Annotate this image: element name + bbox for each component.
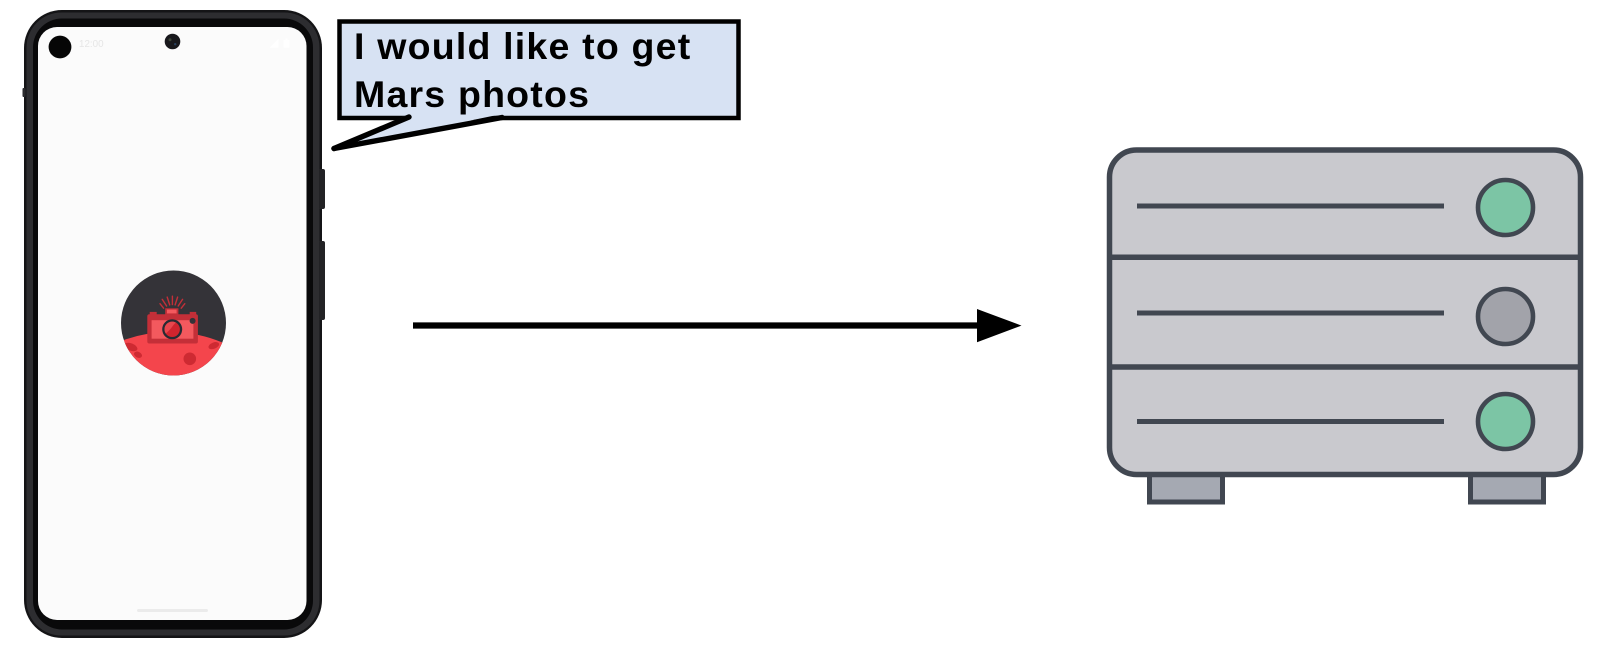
- svg-text:Mars photos: Mars photos: [354, 73, 590, 115]
- svg-text:I would like to get: I would like to get: [354, 25, 691, 67]
- svg-text:12:00: 12:00: [79, 39, 104, 50]
